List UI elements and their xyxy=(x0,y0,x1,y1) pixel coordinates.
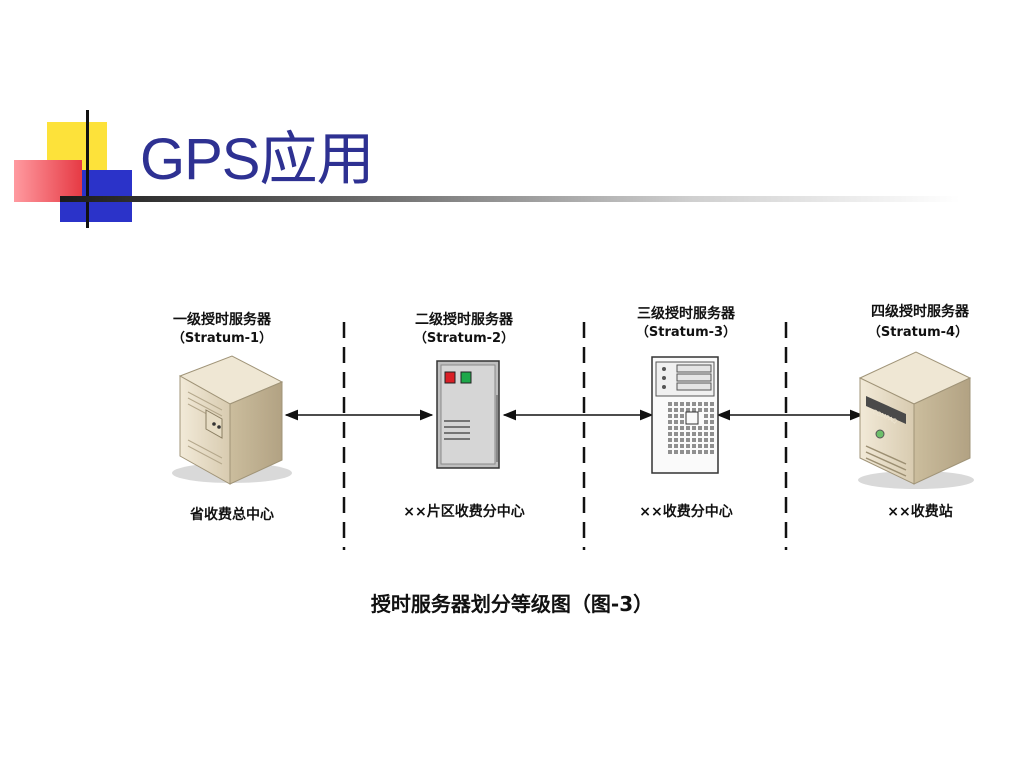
vent-cell xyxy=(704,414,708,418)
vent-cell xyxy=(668,402,672,406)
vent-cell xyxy=(680,414,684,418)
vent-cell xyxy=(668,432,672,436)
panel-server-icon xyxy=(436,360,500,469)
server-stratum-label: （Stratum-4） xyxy=(868,324,968,340)
vent-cell xyxy=(674,414,678,418)
compaq-server-icon: COMPAQ xyxy=(858,351,974,489)
vent-cell xyxy=(674,444,678,448)
server-level-label: 一级授时服务器 xyxy=(173,311,272,328)
server-stratum-label: （Stratum-1） xyxy=(172,330,272,346)
vent-cell xyxy=(704,432,708,436)
server-level-label: 二级授时服务器 xyxy=(415,311,514,328)
server-stratum-label: （Stratum-3） xyxy=(636,324,736,340)
vent-cell xyxy=(698,426,702,430)
vent-cell xyxy=(686,444,690,448)
tower-server-icon xyxy=(172,355,292,485)
vent-cell xyxy=(710,450,714,454)
vent-cell xyxy=(710,408,714,412)
vent-cell xyxy=(680,420,684,424)
vent-cell xyxy=(674,432,678,436)
vent-cell xyxy=(686,438,690,442)
vent-cell xyxy=(698,438,702,442)
vent-cell xyxy=(698,450,702,454)
vent-cell xyxy=(668,450,672,454)
vent-cell xyxy=(698,444,702,448)
figure-caption: 授时服务器划分等级图（图-3） xyxy=(370,592,654,616)
decor-vertical-line xyxy=(86,110,89,228)
vent-cell xyxy=(710,402,714,406)
vent-cell xyxy=(692,408,696,412)
vent-cell xyxy=(704,438,708,442)
vent-cell xyxy=(692,438,696,442)
slide-title: GPS应用 xyxy=(140,127,374,192)
vent-cell xyxy=(710,426,714,430)
server-site-label: ××片区收费分中心 xyxy=(403,503,524,520)
vent-cell xyxy=(680,444,684,448)
vent-cell xyxy=(668,444,672,448)
vent-cell xyxy=(668,420,672,424)
vent-cell xyxy=(686,408,690,412)
vent-cell xyxy=(674,426,678,430)
vent-cell xyxy=(680,426,684,430)
vent-cell xyxy=(710,414,714,418)
vent-cell xyxy=(680,438,684,442)
title-underline xyxy=(60,196,960,202)
vent-cell xyxy=(698,402,702,406)
vent-cell xyxy=(668,438,672,442)
vent-cell xyxy=(692,444,696,448)
vent-cell xyxy=(680,402,684,406)
vent-cell xyxy=(680,450,684,454)
vent-cell xyxy=(674,438,678,442)
vent-cell xyxy=(686,426,690,430)
vent-cell xyxy=(692,402,696,406)
vent-cell xyxy=(704,426,708,430)
vent-cell xyxy=(704,450,708,454)
vent-cell xyxy=(686,402,690,406)
vent-cell xyxy=(668,414,672,418)
vent-cell xyxy=(674,408,678,412)
vent-cell xyxy=(674,420,678,424)
decor-red-square xyxy=(14,160,82,202)
vent-cell xyxy=(686,432,690,436)
rack-server-icon xyxy=(651,356,719,474)
vent-cell xyxy=(680,408,684,412)
server-level-label: 四级授时服务器 xyxy=(871,303,970,320)
vent-cell xyxy=(710,432,714,436)
vent-cell xyxy=(692,426,696,430)
vent-cell xyxy=(698,408,702,412)
vent-cell xyxy=(668,426,672,430)
vent-cell xyxy=(710,438,714,442)
vent-cell xyxy=(710,420,714,424)
vent-cell xyxy=(668,408,672,412)
server-site-label: ××收费站 xyxy=(887,503,952,520)
vent-cell xyxy=(704,408,708,412)
vent-cell xyxy=(674,450,678,454)
vent-cell xyxy=(710,444,714,448)
server-level-label: 三级授时服务器 xyxy=(637,305,736,322)
server-stratum-label: （Stratum-2） xyxy=(414,330,514,346)
vent-cell xyxy=(704,420,708,424)
vent-cell xyxy=(680,432,684,436)
server-site-label: 省收费总中心 xyxy=(189,506,274,523)
server-site-label: ××收费分中心 xyxy=(639,503,732,520)
vent-cell xyxy=(704,444,708,448)
vent-cell xyxy=(686,450,690,454)
vent-cell xyxy=(698,432,702,436)
vent-cell xyxy=(674,402,678,406)
vent-cell xyxy=(692,432,696,436)
vent-cell xyxy=(692,450,696,454)
vent-cell xyxy=(704,402,708,406)
